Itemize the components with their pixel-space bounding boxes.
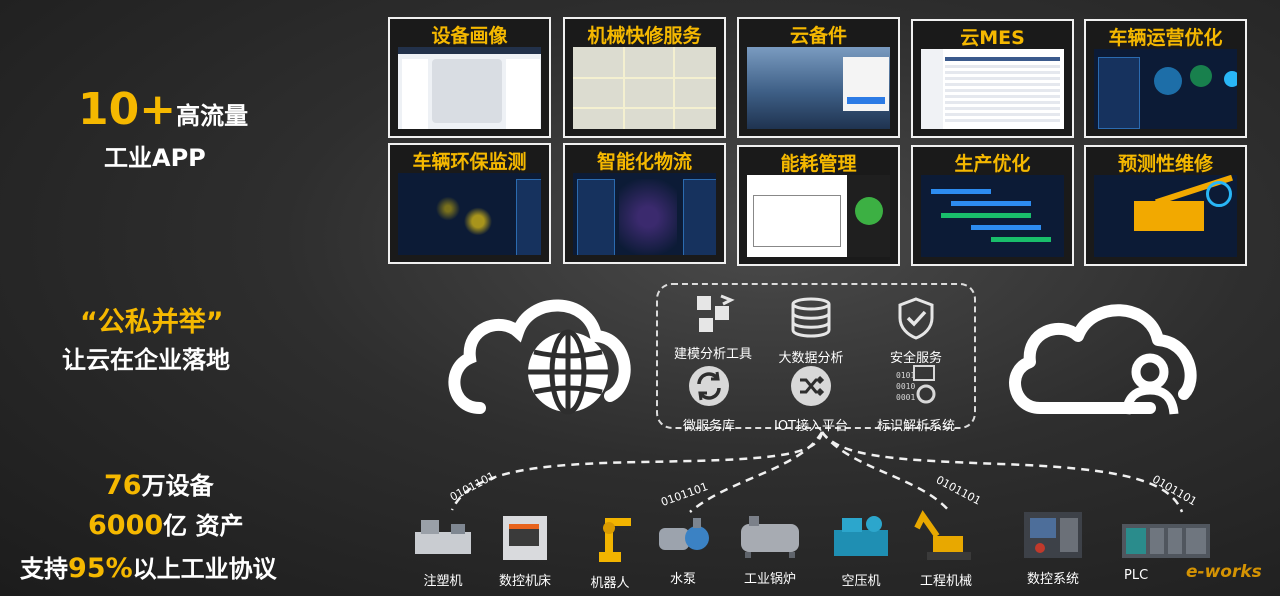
app-title: 能耗管理 [780,153,857,175]
app-title: 生产优化 [954,153,1031,175]
cloud-user-icon [1009,304,1197,415]
app-card-vehicle-emission[interactable]: 车辆环保监测 [388,143,551,264]
assets-suffix: 亿 资产 [163,512,244,540]
air-compressor-icon [834,516,888,556]
device-plc[interactable]: PLC [1116,520,1216,583]
svg-text:0101: 0101 [896,371,915,380]
service-label: IOT接入平台 [773,419,848,434]
app-title: 云备件 [789,25,847,47]
device-label: 工程机械 [919,574,972,589]
cnc-control-panel-icon [1024,512,1082,558]
app-card-cloud-mes[interactable]: 云MES [911,19,1074,138]
protocol-suffix: 以上工业协议 [132,555,277,583]
protocol-number: 95% [68,553,133,584]
shield-check-icon [898,297,934,340]
device-label: 空压机 [841,574,881,589]
app-title: 车辆环保监测 [412,151,527,173]
refresh-icon [689,366,729,406]
service-big-data[interactable]: 大数据分析 [756,296,866,366]
protocol-stat: 支持95%以上工业协议 [20,549,277,584]
app-title: 设备画像 [431,25,508,47]
device-construction-machinery[interactable]: 工程机械 [908,506,984,589]
device-air-compressor[interactable]: 空压机 [826,512,896,589]
device-cnc-system[interactable]: 数控系统 [1018,510,1088,587]
industrial-boiler-icon [741,516,799,558]
apps-number: 10+ [78,84,177,135]
service-iot-platform[interactable]: IOT接入平台 [756,364,866,434]
apps-stat: 10+高流量 [78,84,248,135]
app-title: 机械快修服务 [587,25,702,47]
app-screenshot [573,173,716,255]
service-microservices[interactable]: 微服务库 [654,364,764,434]
device-label: 注塑机 [423,574,463,589]
app-screenshot [747,47,890,129]
protocol-prefix: 支持 [20,555,68,583]
app-title: 车辆运营优化 [1108,27,1223,49]
puzzle-icon [697,294,735,332]
device-label: 水泵 [669,572,696,587]
service-identifier-resolution[interactable]: 0101 0010 0001 标识解析系统 [861,364,971,434]
app-title: 预测性维修 [1117,153,1213,175]
service-label: 标识解析系统 [876,419,955,434]
cloud-slogan: “公私并举” [80,307,224,338]
app-screenshot [573,47,716,129]
service-security[interactable]: 安全服务 [861,296,971,366]
devices-stat: 76万设备 [104,466,214,501]
service-label: 安全服务 [889,351,942,366]
device-label: PLC [1124,568,1149,583]
app-screenshot [1094,175,1237,257]
database-icon [791,297,831,338]
svg-text:0001: 0001 [896,393,915,402]
app-card-smart-logistics[interactable]: 智能化物流 [563,143,726,264]
device-injection-molding[interactable]: 注塑机 [406,514,480,589]
apps-line2: 工业APP [104,144,206,172]
app-card-predictive-maintenance[interactable]: 预测性维修 [1084,145,1247,266]
industrial-robot-icon [599,518,631,562]
apps-suffix: 高流量 [176,102,249,130]
assets-stat: 6000亿 资产 [88,506,244,541]
devices-number: 76 [104,470,142,501]
app-card-quick-repair[interactable]: 机械快修服务 [563,17,726,138]
devices-suffix: 万设备 [141,472,214,500]
service-label: 大数据分析 [778,351,844,366]
device-label: 机器人 [590,576,630,591]
cloud-subtitle: 让云在企业落地 [62,346,230,374]
assets-number: 6000 [88,510,164,541]
service-label: 微服务库 [682,419,735,434]
device-label: 数控系统 [1026,572,1079,587]
cnc-machine-icon [503,516,547,560]
device-industrial-boiler[interactable]: 工业锅炉 [730,514,810,587]
excavator-icon [914,510,971,560]
app-screenshot [921,175,1064,257]
watermark-logo: e-works [1186,562,1262,582]
device-water-pump[interactable]: 水泵 [652,514,714,587]
water-pump-icon [659,518,709,550]
injection-molding-machine-icon [415,520,471,554]
app-card-cloud-spare-parts[interactable]: 云备件 [737,17,900,138]
device-robot[interactable]: 机器人 [580,508,640,591]
shuffle-icon [791,366,831,406]
device-cnc-machine[interactable]: 数控机床 [490,512,560,589]
cloud-globe-icon [448,299,631,415]
app-card-equipment-profile[interactable]: 设备画像 [388,17,551,138]
app-screenshot [398,47,541,129]
app-screenshot [1094,49,1237,129]
app-card-production-optimization[interactable]: 生产优化 [911,145,1074,266]
plc-module-icon [1122,524,1210,558]
app-screenshot [747,175,890,257]
service-label: 建模分析工具 [673,347,752,362]
platform-services-box [656,283,976,429]
app-card-energy-management[interactable]: 能耗管理 [737,145,900,266]
binary-gear-icon: 0101 0010 0001 [896,365,936,404]
app-screenshot [921,49,1064,129]
device-label: 工业锅炉 [743,572,796,587]
svg-text:0010: 0010 [896,382,915,391]
app-title: 云MES [960,27,1025,49]
service-modeling-tools[interactable]: 建模分析工具 [658,292,768,362]
app-screenshot [398,173,541,255]
device-label: 数控机床 [498,574,551,589]
app-card-vehicle-operation[interactable]: 车辆运营优化 [1084,19,1247,138]
app-title: 智能化物流 [596,151,692,173]
